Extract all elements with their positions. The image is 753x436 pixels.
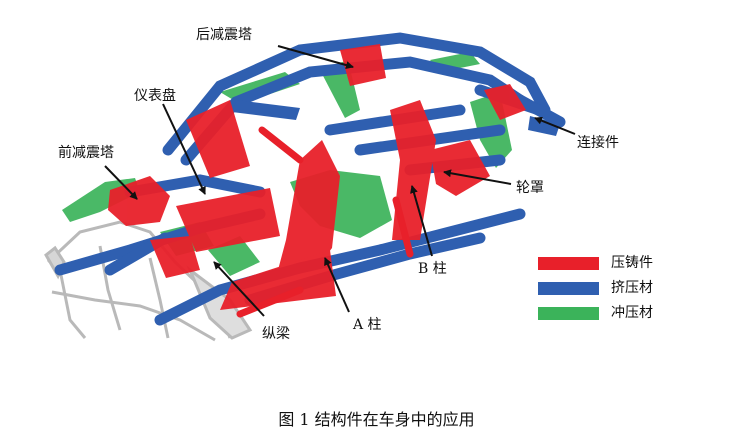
- legend-label-extrusion: 挤压材: [611, 280, 653, 296]
- label-connector: 连接件: [577, 135, 619, 151]
- legend-swatch-die-cast: [538, 257, 599, 270]
- label-b-pillar: B 柱: [418, 261, 447, 277]
- die-cast-parts: [108, 44, 526, 310]
- label-rear-shock-tower: 后减震塔: [196, 27, 252, 43]
- label-wheel-cover: 轮罩: [516, 180, 544, 196]
- label-a-pillar: A 柱: [353, 317, 382, 333]
- legend-swatch-stamping: [538, 307, 599, 320]
- legend-label-die-cast: 压铸件: [611, 255, 653, 271]
- legend-item-die-cast: 压铸件: [538, 255, 653, 271]
- label-rail: 纵梁: [262, 326, 290, 342]
- label-front-shock-tower: 前减震塔: [58, 145, 114, 161]
- figure-caption: 图 1 结构件在车身中的应用: [0, 406, 753, 430]
- legend-swatch-extrusion: [538, 282, 599, 295]
- legend-label-stamping: 冲压材: [611, 305, 653, 321]
- legend-item-extrusion: 挤压材: [538, 280, 653, 296]
- legend-item-stamping: 冲压材: [538, 305, 653, 321]
- label-dashboard: 仪表盘: [134, 88, 176, 104]
